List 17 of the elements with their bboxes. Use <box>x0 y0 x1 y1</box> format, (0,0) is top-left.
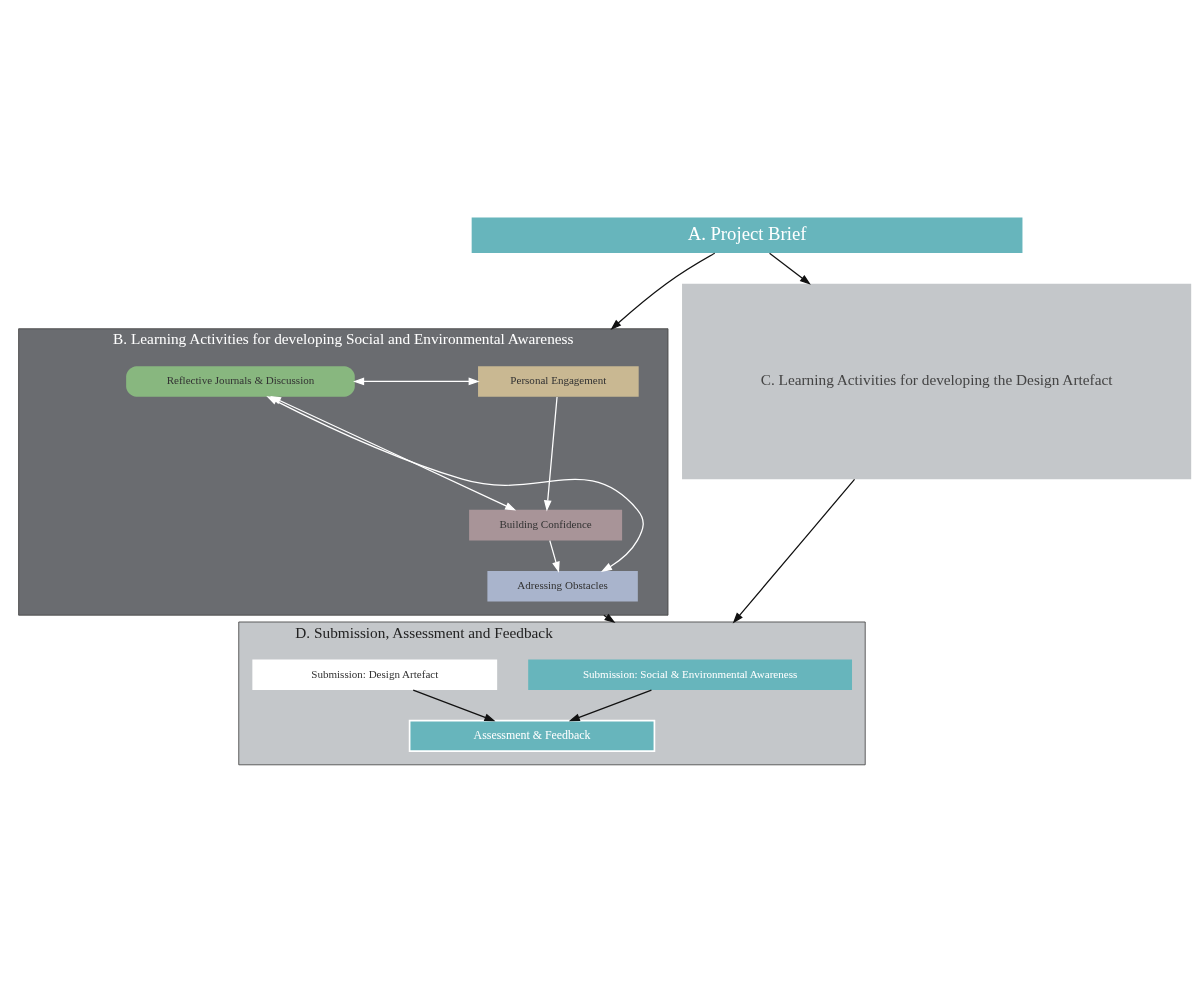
node-box: Building Confidence <box>469 509 623 540</box>
arrow <box>568 688 653 721</box>
arrow <box>610 252 716 330</box>
node-box: A. Project Brief <box>471 216 1023 253</box>
node-box: C. Learning Activities for developing the Design Artefact <box>682 283 1192 479</box>
node-box: Personal Engagement <box>478 365 639 397</box>
arrow <box>412 688 496 721</box>
arrow <box>732 478 856 623</box>
node-box: Adressing Obstacles <box>487 570 638 602</box>
node-box: Reflective Journals & Discussion <box>126 365 355 397</box>
arrow <box>543 395 558 511</box>
node-box: Assessment & Feedback <box>408 719 656 752</box>
arrow <box>549 539 560 573</box>
arrow <box>353 377 480 385</box>
node-box: Submission: Social & Environmental Awareness <box>528 658 853 690</box>
arrow <box>768 252 811 285</box>
node-box: Submission: Design Artefact <box>252 658 498 690</box>
